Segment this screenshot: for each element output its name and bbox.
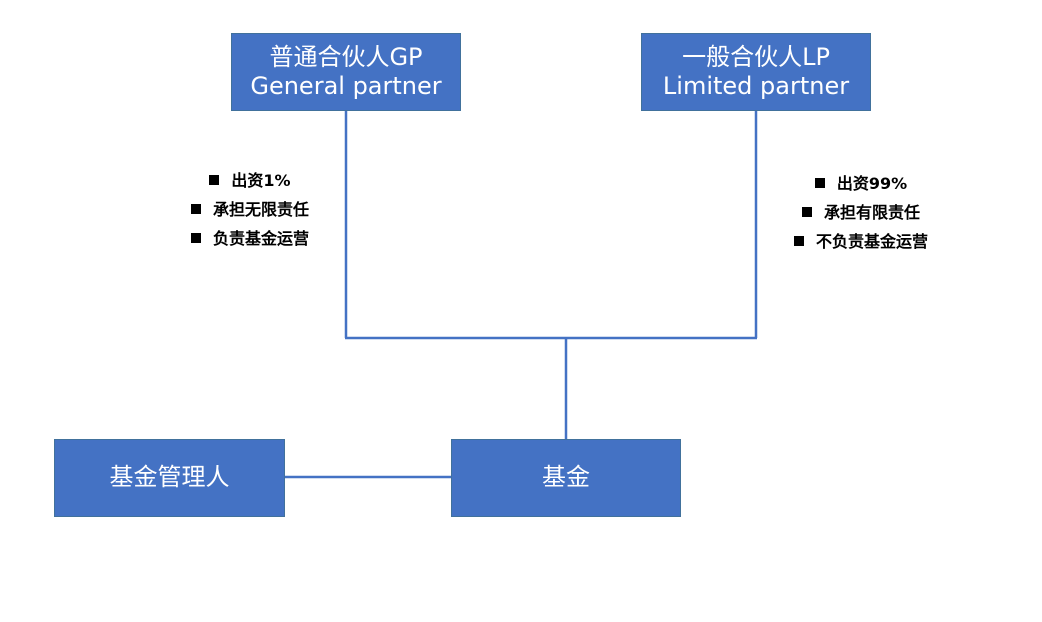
general-partner-english-label: General partner: [250, 72, 442, 100]
fund-box: 基金: [451, 439, 681, 517]
fund-label: 基金: [542, 463, 590, 492]
lp-note-item: 不负责基金运营: [766, 227, 956, 256]
square-bullet-icon: [801, 207, 812, 217]
lp-notes-list: 出资99% 承担有限责任 不负责基金运营: [766, 169, 956, 256]
general-partner-box: 普通合伙人GP General partner: [231, 33, 461, 111]
gp-note-text: 出资1%: [231, 171, 291, 190]
limited-partner-box: 一般合伙人LP Limited partner: [641, 33, 871, 111]
gp-notes-list: 出资1% 承担无限责任 负责基金运营: [165, 166, 335, 253]
lp-note-item: 出资99%: [766, 169, 956, 198]
square-bullet-icon: [190, 233, 201, 243]
limited-partner-chinese-label: 一般合伙人LP: [682, 42, 830, 71]
gp-note-item: 出资1%: [165, 166, 335, 195]
limited-partner-english-label: Limited partner: [662, 72, 850, 100]
fund-manager-box: 基金管理人: [54, 439, 285, 517]
square-bullet-icon: [209, 175, 220, 185]
lp-note-text: 出资99%: [836, 174, 908, 193]
square-bullet-icon: [814, 178, 825, 188]
lp-note-text: 不负责基金运营: [815, 232, 928, 251]
square-bullet-icon: [793, 236, 804, 246]
gp-note-text: 承担无限责任: [212, 200, 309, 219]
gp-note-text: 负责基金运营: [212, 229, 309, 248]
general-partner-chinese-label: 普通合伙人GP: [269, 42, 423, 71]
gp-note-item: 负责基金运营: [165, 224, 335, 253]
square-bullet-icon: [190, 204, 201, 214]
lp-note-item: 承担有限责任: [766, 198, 956, 227]
fund-manager-label: 基金管理人: [109, 463, 230, 492]
lp-note-text: 承担有限责任: [823, 203, 920, 222]
gp-note-item: 承担无限责任: [165, 195, 335, 224]
